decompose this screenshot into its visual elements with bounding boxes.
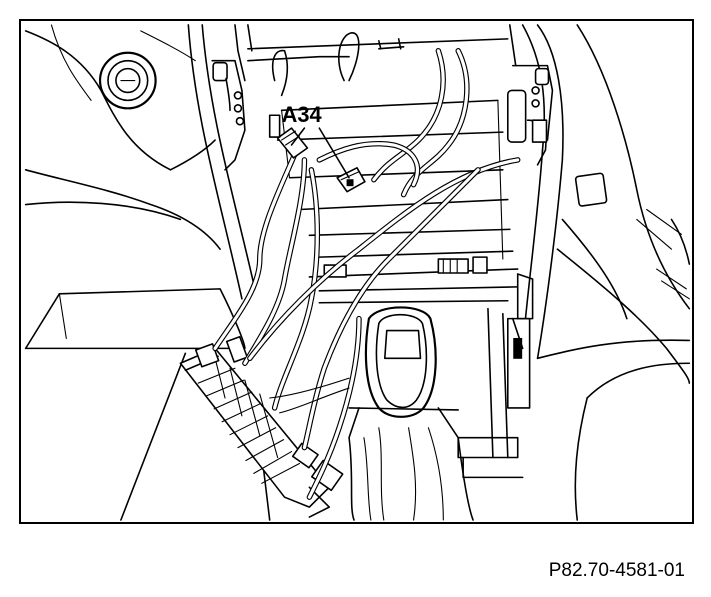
wiring-harness [212, 32, 521, 500]
leader-line-right [318, 127, 350, 179]
component-label: A34 [282, 102, 323, 127]
right-lower-console [457, 273, 534, 479]
ignition-lock [98, 51, 157, 110]
component-callout: A34 [282, 102, 350, 179]
gear-shift-surround [348, 306, 474, 521]
line-drawing: A34 [24, 24, 691, 521]
right-console-bracket [506, 64, 554, 166]
dashboard-right-panel [536, 24, 691, 521]
a34-plug [336, 167, 366, 193]
figure-frame: A34 [19, 19, 694, 524]
instrument-cluster-connector [179, 335, 344, 518]
leader-line-left [290, 127, 306, 146]
figure-reference: P82.70-4581-01 [548, 560, 685, 581]
knee-bolster-panel [24, 288, 246, 350]
left-console-bracket [211, 59, 246, 171]
